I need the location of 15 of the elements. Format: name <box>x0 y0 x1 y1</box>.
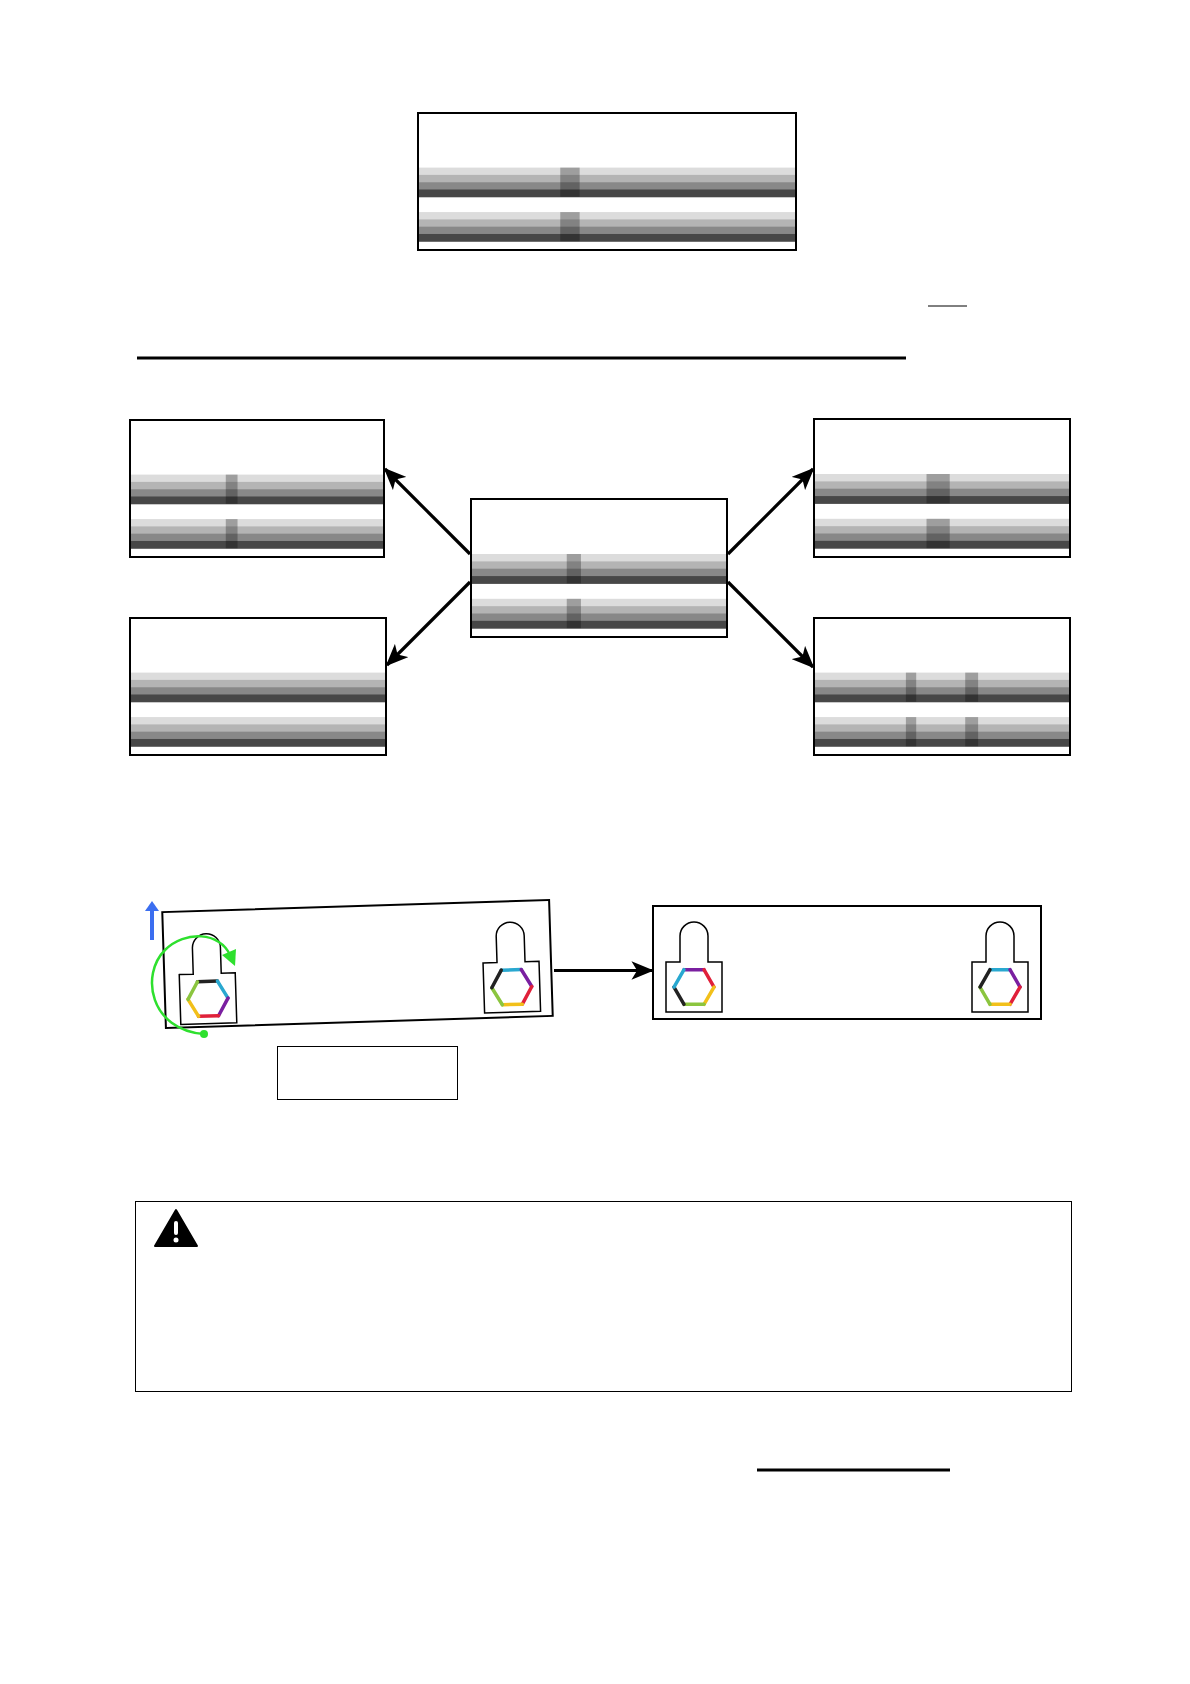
arrow <box>383 467 472 556</box>
picture <box>652 905 1042 1020</box>
picture <box>129 419 385 558</box>
picture <box>417 112 797 251</box>
arrow <box>726 467 815 556</box>
picture <box>813 617 1071 756</box>
empty-box <box>277 1046 458 1100</box>
arrow <box>726 580 815 669</box>
picture <box>813 418 1071 558</box>
arrow <box>385 580 472 667</box>
arrow <box>554 961 654 980</box>
picture <box>129 617 387 756</box>
picture <box>161 898 554 1030</box>
warning-box <box>135 1201 1072 1392</box>
picture <box>470 498 728 638</box>
